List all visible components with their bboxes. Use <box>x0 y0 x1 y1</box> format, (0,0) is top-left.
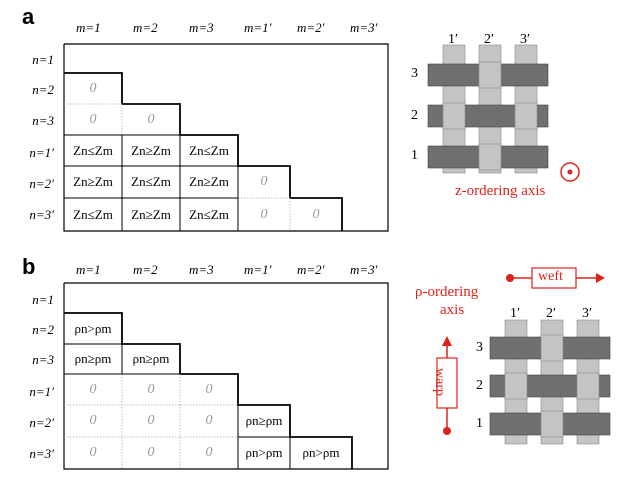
warp-origin-dot <box>443 427 451 435</box>
row-header: n=2′ <box>29 415 54 430</box>
table-cell: 0 <box>89 445 97 460</box>
table-cell: 0 <box>260 174 268 189</box>
table-cell: Zn≥Zm <box>131 206 171 222</box>
weave-col-label: 1′ <box>510 306 521 321</box>
weave-col-label: 3′ <box>582 306 593 321</box>
table-cell: Zn≥Zm <box>73 174 113 189</box>
table-cell: Zn≥Zm <box>131 142 171 158</box>
warp-arrow-icon <box>442 336 452 346</box>
table-cell: Zn≤Zm <box>73 142 113 158</box>
rho-axis-label-line1: ρ-ordering <box>415 284 479 300</box>
table-cell: 0 <box>89 381 97 397</box>
row-header: n=2 <box>32 82 54 97</box>
table-cell: ρn>ρm <box>74 320 112 336</box>
row-header: n=3 <box>32 352 54 367</box>
table-cell: 0 <box>260 206 268 222</box>
col-header: m=3 <box>189 20 214 35</box>
table-cell: 0 <box>89 80 97 96</box>
weave-row-label: 2 <box>476 378 483 393</box>
table-cell: 0 <box>205 445 213 460</box>
weft-label: weft <box>538 269 563 284</box>
panel-a-label: a <box>22 4 35 29</box>
row-header: n=3′ <box>29 207 54 222</box>
table-cell: Zn≤Zm <box>189 206 229 222</box>
weave-col-label: 2′ <box>546 306 557 321</box>
col-header: m=1′ <box>244 262 272 277</box>
table-cell: ρn≥ρm <box>132 351 170 366</box>
z-axis-label: z-ordering axis <box>455 183 546 199</box>
table-cell: ρn>ρm <box>245 445 283 460</box>
col-header: m=1′ <box>244 20 272 35</box>
warp-label: warp <box>432 368 447 396</box>
row-header: n=1′ <box>29 384 54 399</box>
col-header: m=1 <box>76 20 101 35</box>
weft-origin-dot <box>506 274 514 282</box>
table-cell: 0 <box>147 111 155 127</box>
table-cell: Zn≥Zm <box>189 174 229 189</box>
row-header: n=1 <box>32 52 54 67</box>
col-header: m=2′ <box>297 20 325 35</box>
table-cell: 0 <box>147 445 155 460</box>
weave-row-label: 3 <box>411 66 418 81</box>
col-header: m=3′ <box>350 262 378 277</box>
table-cell: 0 <box>147 413 155 428</box>
weave-row-label: 1 <box>476 416 483 431</box>
out-of-plane-icon <box>560 162 580 182</box>
table-cell: Zn≤Zm <box>131 174 171 189</box>
row-header: n=2′ <box>29 176 54 191</box>
col-header: m=3′ <box>350 20 378 35</box>
table-cell: 0 <box>205 413 213 428</box>
table-cell: 0 <box>89 413 97 428</box>
table-cell: ρn>ρm <box>302 445 340 460</box>
weave-col-label: 2′ <box>484 32 495 47</box>
col-header: m=1 <box>76 262 101 277</box>
weft-arrow-icon <box>596 273 605 283</box>
row-header: n=2 <box>32 322 54 337</box>
row-header: n=3′ <box>29 446 54 461</box>
table-cell: 0 <box>312 206 320 222</box>
row-header: n=1 <box>32 292 54 307</box>
weave-col-label: 1′ <box>448 32 459 47</box>
col-header: m=2 <box>133 20 158 35</box>
col-header: m=3 <box>189 262 214 277</box>
weave-col-label: 3′ <box>520 32 531 47</box>
weave-row-label: 1 <box>411 148 418 163</box>
rho-axis-label-line2: axis <box>440 302 465 318</box>
weave-row-label: 3 <box>476 340 483 355</box>
panel-b-label: b <box>22 254 36 279</box>
row-header: n=1′ <box>29 145 54 160</box>
table-cell: Zn≤Zm <box>189 142 229 158</box>
table-cell: 0 <box>89 111 97 127</box>
table-cell: 0 <box>147 381 155 397</box>
table-cell: Zn≤Zm <box>73 206 113 222</box>
table-cell: 0 <box>205 381 213 397</box>
col-header: m=2 <box>133 262 158 277</box>
weave-row-label: 2 <box>411 108 418 123</box>
table-cell: ρn≥ρm <box>245 413 283 428</box>
table-cell: ρn≥ρm <box>74 351 112 366</box>
row-header: n=3 <box>32 113 54 128</box>
col-header: m=2′ <box>297 262 325 277</box>
